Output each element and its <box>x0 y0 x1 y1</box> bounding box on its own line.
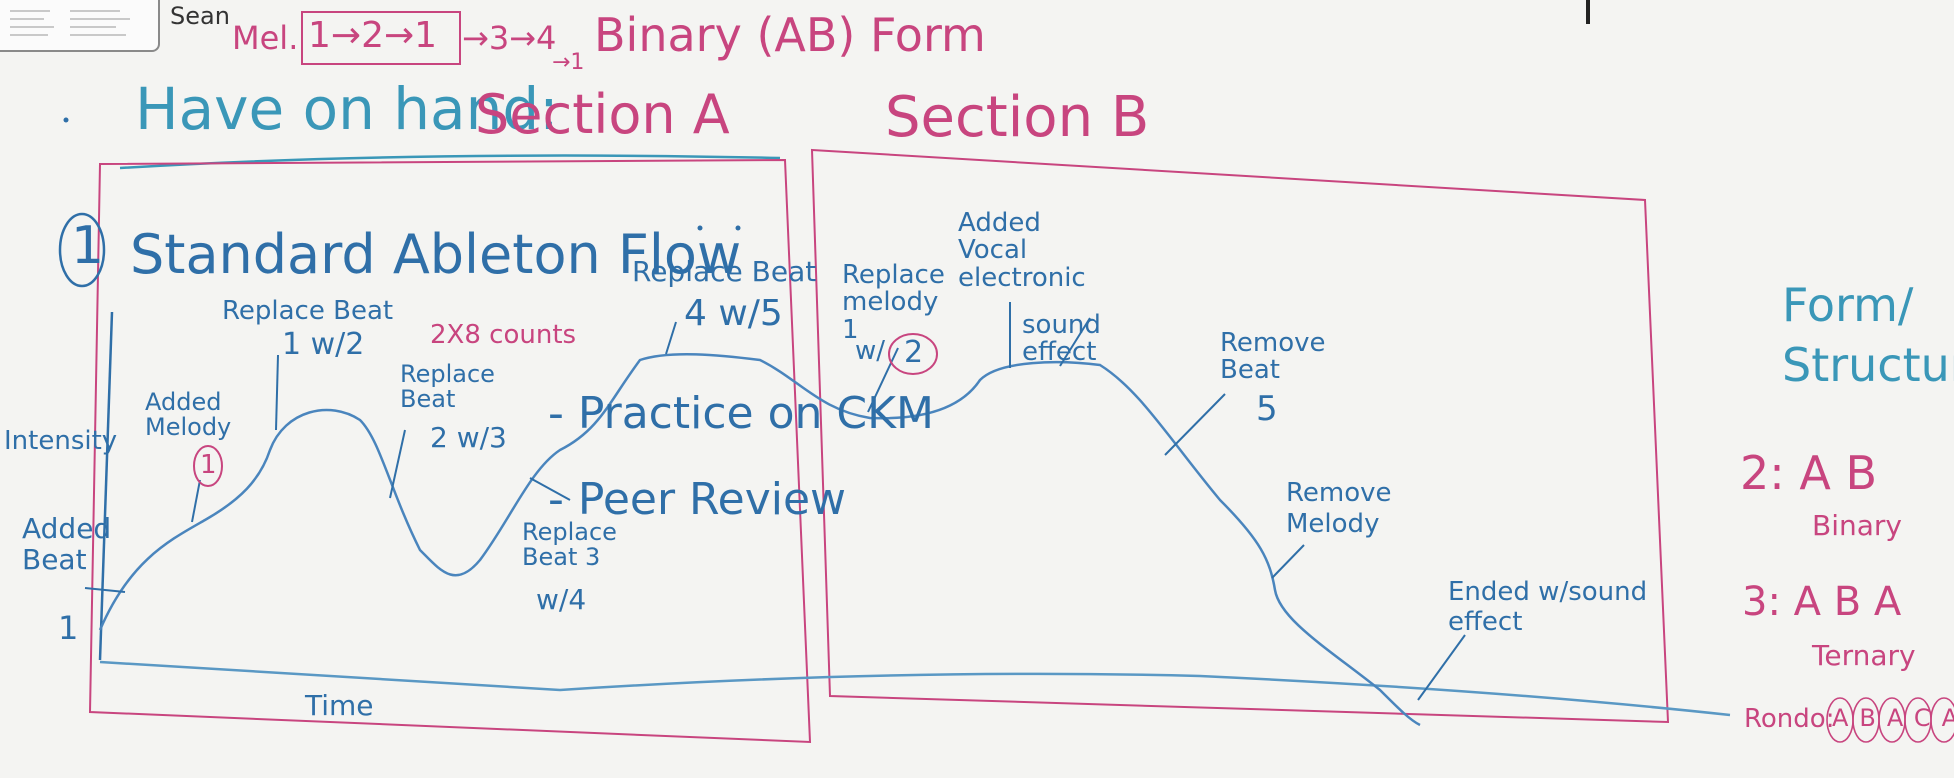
sound-effect-text: sound effect <box>1022 310 1101 367</box>
axis-time: Time <box>305 692 374 720</box>
replace-beat-3: Replace Beat 3 <box>522 520 612 570</box>
form-panel-title: Form/ Structure <box>1782 276 1952 396</box>
replace-beat-1: Replace Beat <box>222 298 393 324</box>
rondo-letters: ABACADA <box>1832 706 1954 730</box>
added-beat-text: Added Beat <box>22 512 111 576</box>
melody-sequence: 1→2→1 <box>308 18 437 54</box>
binary-label: 2: A B <box>1740 450 1877 496</box>
ternary-label: 3: A B A <box>1742 582 1901 622</box>
remove-melody-text: Remove Melody <box>1286 478 1392 539</box>
form-title: Binary (AB) Form <box>594 12 986 58</box>
added-beat-label: Added Beat <box>22 514 102 576</box>
added-melody-text: Added Melody <box>145 388 231 441</box>
added-vocal: Added Vocal electronic <box>958 210 1078 292</box>
rondo-letter: C <box>1914 704 1942 732</box>
counts-note: 2X8 counts <box>430 322 576 348</box>
ternary-name: Ternary <box>1812 642 1916 670</box>
section-a-heading: Section A <box>475 88 730 142</box>
replace-beat-4: Replace Beat <box>632 258 816 286</box>
replace-melody-num: 2 <box>904 338 923 368</box>
replace-beat-3-text: Replace Beat 3 <box>522 518 617 571</box>
remove-beat-num: 5 <box>1256 392 1278 426</box>
replace-melody: Replace melody 1 <box>842 262 952 344</box>
replace-beat-2-sub: 2 w/3 <box>430 424 507 452</box>
section-b-heading: Section B <box>885 90 1149 146</box>
rondo-label: Rondo: <box>1744 706 1834 732</box>
replace-melody-text: Replace melody 1 <box>842 260 945 345</box>
form-panel-title-text: Form/ Structure <box>1782 278 1954 392</box>
rondo-letter: A <box>1887 704 1914 732</box>
axis-intensity: Intensity <box>4 428 117 454</box>
added-beat-num: 1 <box>58 612 78 644</box>
author-name: Sean <box>170 4 230 28</box>
added-vocal-text: Added Vocal electronic <box>958 208 1086 293</box>
rondo-letter: B <box>1859 704 1886 732</box>
ended-text: Ended w/sound effect <box>1448 577 1647 637</box>
replace-melody-sub: w/ <box>855 338 885 364</box>
binary-name: Binary <box>1812 512 1902 540</box>
task-review: - Peer Review <box>548 478 846 522</box>
added-melody-label: Added Melody <box>145 390 235 440</box>
added-melody-num: 1 <box>200 452 217 478</box>
melody-label: Mel. <box>232 22 298 54</box>
replace-beat-3-sub: w/4 <box>536 586 586 614</box>
pointer-line <box>85 588 125 592</box>
replace-beat-2: Replace Beat <box>400 362 480 412</box>
pointer-line <box>1165 394 1225 455</box>
melody-continuation: →3→4 <box>462 22 556 54</box>
rondo-letter: A <box>1942 704 1954 732</box>
marker-dot <box>64 118 69 123</box>
remove-beat: Remove Beat <box>1220 330 1300 385</box>
melody-subscript: →1 <box>552 52 584 74</box>
replace-beat-1-sub: 1 w/2 <box>282 330 364 360</box>
remove-melody: Remove Melody <box>1286 478 1396 540</box>
rondo-letter: A <box>1832 704 1859 732</box>
pointer-line <box>1272 545 1304 578</box>
sound-effect: sound effect <box>1022 312 1122 367</box>
pointer-line <box>276 355 278 430</box>
item-number: 1 <box>71 220 104 272</box>
task-practice: - Practice on CKM <box>548 392 934 436</box>
replace-beat-4-sub: 4 w/5 <box>684 296 783 332</box>
pointer-line <box>390 430 405 498</box>
pointer-line <box>666 322 676 354</box>
pointer-line <box>192 480 200 522</box>
ended: Ended w/sound effect <box>1448 578 1668 638</box>
